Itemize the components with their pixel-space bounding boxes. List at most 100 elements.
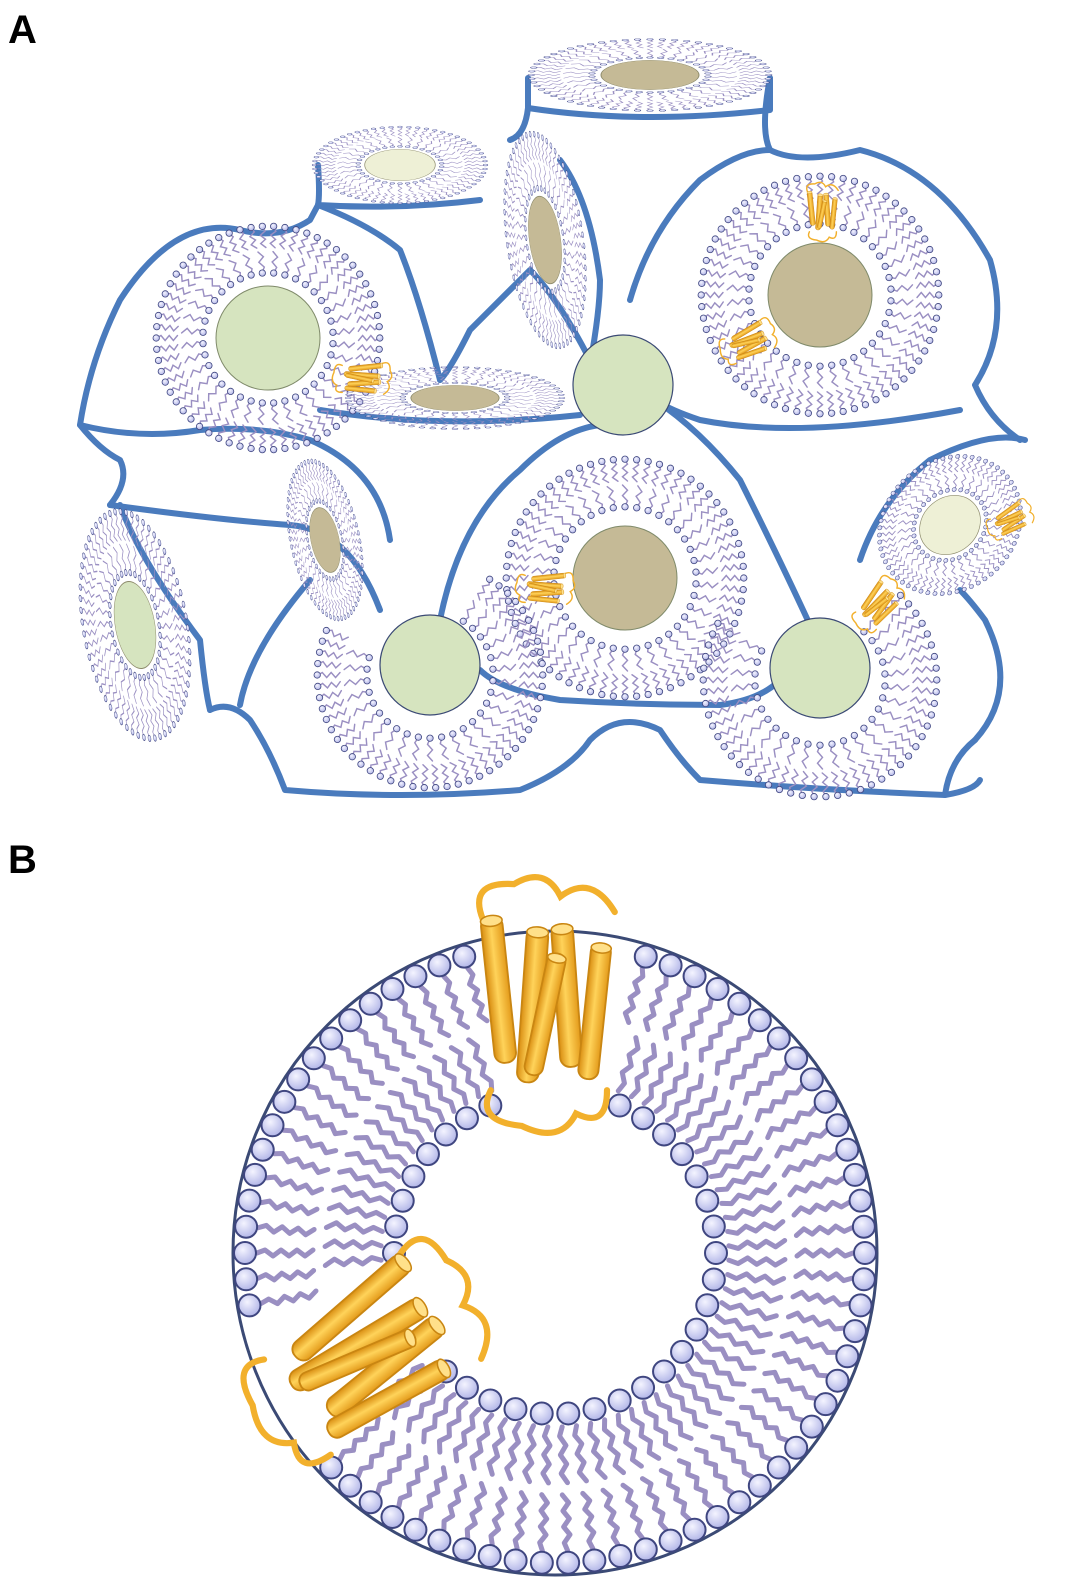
lipid-tail — [114, 659, 122, 682]
lipid-headgroup — [834, 791, 842, 800]
cell-outline — [857, 434, 1028, 563]
lipid-headgroup — [652, 1359, 677, 1384]
lipid-headgroup — [354, 601, 358, 607]
lipid-headgroup — [915, 357, 923, 365]
lipid-tail — [879, 530, 896, 537]
lipid-tail — [566, 79, 595, 84]
lipid-headgroup — [540, 282, 543, 289]
lipid-tail — [534, 391, 560, 394]
lipid-headgroup — [599, 84, 608, 87]
lipid-tail — [337, 487, 343, 503]
lipid-headgroup — [210, 371, 219, 379]
lipid-tail — [326, 298, 347, 311]
lipid-headgroup — [877, 539, 883, 545]
lipid-tail — [319, 650, 344, 660]
lipid-headgroup — [454, 1106, 479, 1131]
lipid-headgroup — [536, 694, 545, 702]
lipid-tail — [355, 353, 378, 363]
lipid-headgroup — [478, 175, 484, 178]
lipid-headgroup — [128, 569, 132, 577]
lipid-tail — [925, 558, 934, 574]
lipid-headgroup — [498, 403, 506, 406]
lipid-headgroup — [526, 244, 529, 251]
lipid-tail — [238, 229, 249, 251]
lipid-headgroup — [839, 358, 847, 366]
lipid-tail — [738, 1404, 790, 1443]
lipid-headgroup — [135, 514, 140, 522]
protein-helix-bundle — [718, 316, 778, 366]
lipid-headgroup — [179, 407, 187, 415]
lipid-headgroup — [297, 568, 300, 574]
lipid-headgroup — [784, 1046, 809, 1071]
lipid-tail — [658, 1467, 692, 1522]
lipid-headgroup — [286, 1067, 311, 1092]
lipid-headgroup — [799, 1067, 824, 1092]
transmembrane-proteins — [240, 874, 618, 1467]
lipid-headgroup — [466, 186, 472, 189]
lipid-tail — [469, 420, 479, 429]
lipid-tail — [190, 256, 209, 272]
lipid-headgroup — [657, 56, 665, 59]
bilayer-vesicle — [311, 125, 489, 205]
lipid-tail — [207, 383, 223, 402]
lipid-tail — [526, 294, 532, 316]
lipid-tail — [723, 53, 747, 60]
lipid-headgroup — [116, 648, 120, 656]
lipid-tail — [641, 1399, 678, 1452]
lipid-tail — [515, 221, 526, 229]
lipid-tail — [156, 706, 166, 734]
lipid-headgroup — [380, 374, 387, 376]
lipid-tail — [587, 1420, 608, 1480]
lipid-tail — [640, 672, 650, 695]
lipid-tail — [546, 57, 574, 62]
lipid-tail — [575, 268, 586, 279]
lipid-tail — [897, 612, 917, 630]
lipid-headgroup — [872, 396, 880, 404]
lipid-tail — [401, 417, 415, 425]
lipid-tail — [344, 595, 352, 613]
lipid-tail — [296, 471, 304, 487]
lipid-tail — [977, 484, 989, 499]
lipid-tail — [933, 560, 940, 576]
lipid-tail — [507, 172, 517, 189]
lipid-tail — [530, 300, 535, 323]
lipid-headgroup — [981, 505, 987, 511]
lipid-headgroup — [541, 134, 544, 141]
lipid-headgroup — [119, 570, 124, 578]
lipid-headgroup — [521, 134, 524, 141]
lipid-tail — [317, 680, 341, 690]
lipid-tail — [404, 127, 411, 137]
lipid-tail — [791, 1199, 852, 1218]
lipid-tail — [658, 640, 673, 660]
lipid-headgroup — [153, 734, 157, 742]
cell-outline — [557, 157, 603, 368]
lipid-tail — [912, 676, 937, 684]
lipid-headgroup — [742, 94, 750, 98]
lipid-tail — [469, 367, 479, 376]
lipid-headgroup — [379, 201, 385, 204]
cell-outline — [437, 267, 598, 383]
lipid-headgroup — [333, 735, 342, 744]
lipid-headgroup — [568, 179, 572, 186]
lipid-headgroup — [325, 575, 328, 581]
lipid-tail — [469, 1412, 495, 1471]
lipid-headgroup — [415, 1142, 440, 1167]
lipid-tail — [82, 618, 96, 627]
lipid-headgroup — [440, 427, 448, 430]
lipid-headgroup — [555, 475, 563, 483]
lipid-tail — [580, 640, 592, 662]
lipid-headgroup — [598, 641, 606, 649]
lipid-tail — [551, 178, 556, 201]
lipid-headgroup — [503, 398, 511, 401]
lipid-headgroup — [561, 162, 565, 169]
lipid-headgroup — [538, 378, 545, 381]
lipid-headgroup — [587, 511, 595, 519]
lipid-headgroup — [103, 695, 108, 703]
lipid-headgroup — [764, 339, 772, 347]
lipid-headgroup — [886, 565, 892, 570]
lipid-headgroup — [518, 606, 527, 615]
lipid-headgroup — [459, 617, 467, 625]
lipid-headgroup — [406, 201, 412, 204]
lipid-tail — [739, 70, 769, 74]
lipid-tail — [590, 44, 608, 52]
